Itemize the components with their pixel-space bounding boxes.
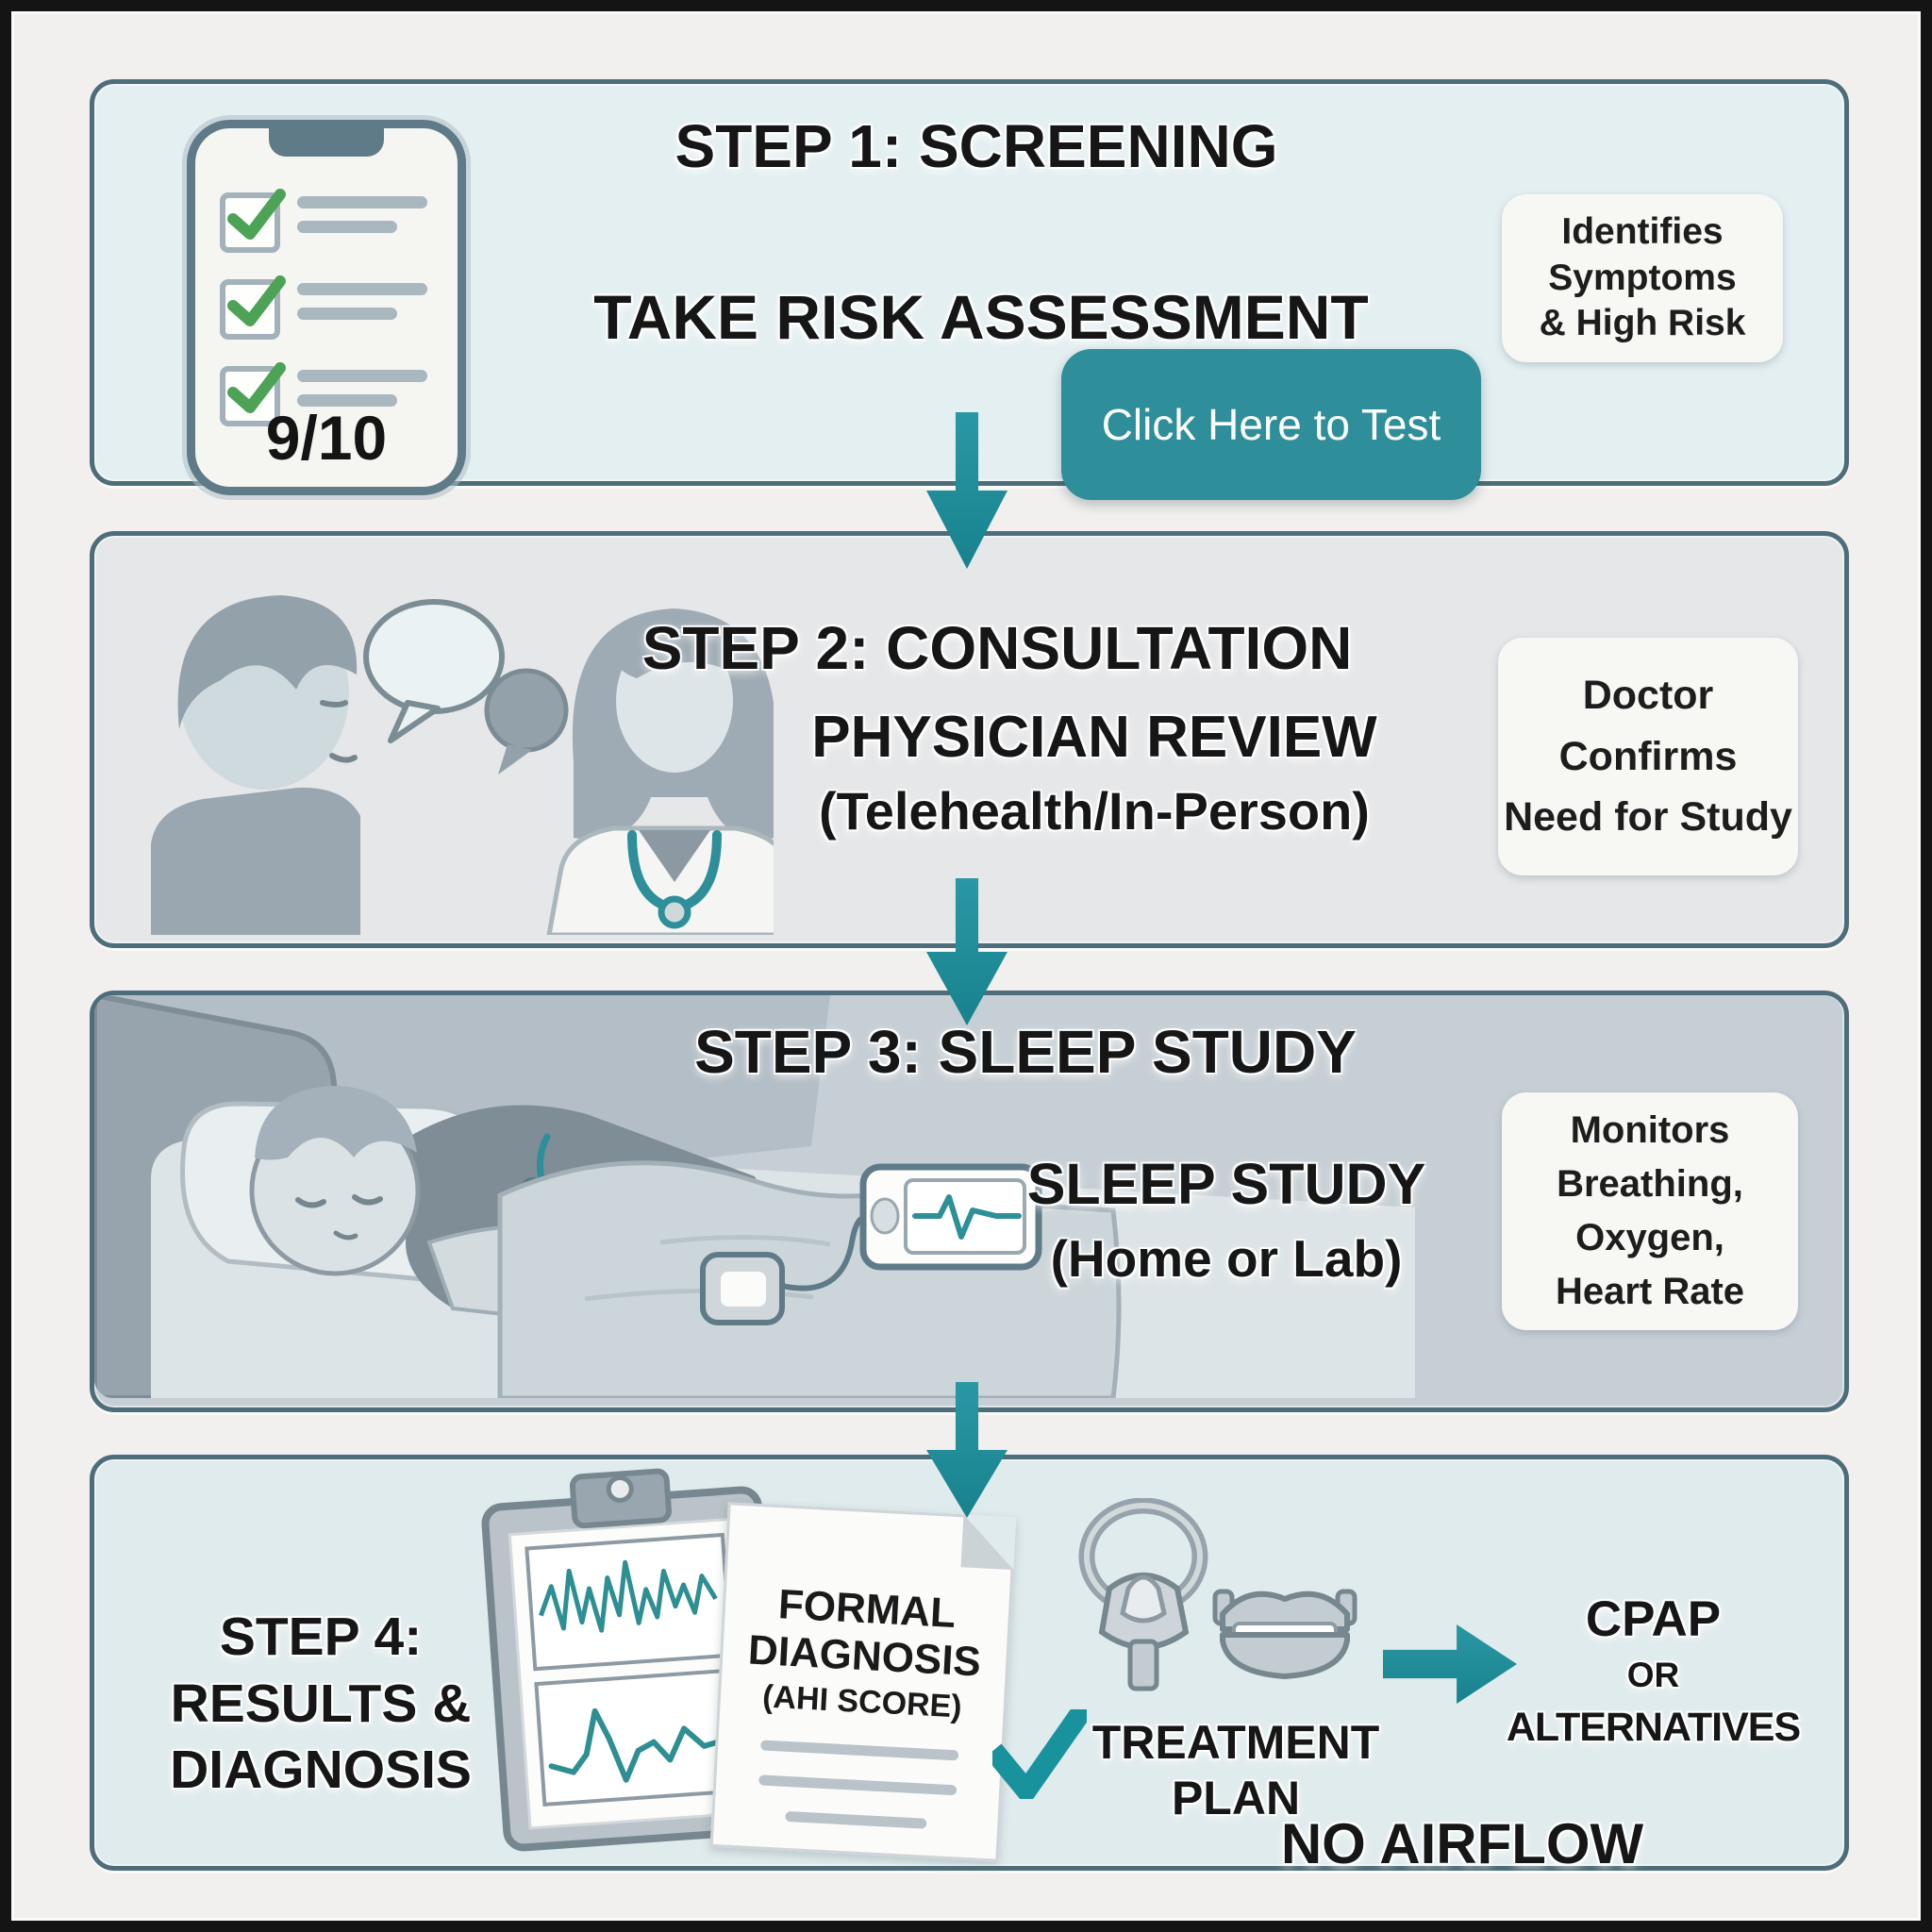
treatment-line: TREATMENT xyxy=(1091,1716,1380,1769)
badge-line: Heart Rate xyxy=(1555,1270,1745,1312)
checklist-lines xyxy=(297,366,427,419)
badge-line: Monitors xyxy=(1570,1109,1730,1152)
or-label: OR xyxy=(1626,1656,1680,1694)
no-airflow-label: NO AIRFLOW xyxy=(1280,1812,1644,1875)
badge-line: Confirms xyxy=(1558,733,1738,779)
doctor-icon xyxy=(546,608,774,935)
cpap-mask-icon xyxy=(1078,1498,1208,1691)
checkbox-icon xyxy=(220,189,286,253)
badge-line: Symptoms xyxy=(1548,257,1737,298)
step2-body: PHYSICIAN REVIEW (Telehealth/In-Person) xyxy=(623,704,1566,841)
patient-doctor-illustration xyxy=(151,595,774,935)
patient-icon xyxy=(151,595,360,935)
speech-bubbles-icon xyxy=(363,599,569,774)
step4-title: STEP 4: RESULTS & DIAGNOSIS xyxy=(99,1604,542,1804)
step3-body-line2: (Home or Lab) xyxy=(1050,1229,1403,1288)
badge-line: Oxygen, xyxy=(1575,1217,1724,1258)
step4-title-line: DIAGNOSIS xyxy=(170,1740,472,1801)
step2-body-line1: PHYSICIAN REVIEW xyxy=(811,705,1377,770)
checklist-row xyxy=(220,189,427,253)
sleep-monitor-icon xyxy=(700,1163,1042,1325)
risk-test-button[interactable]: Click Here to Test xyxy=(1061,349,1481,500)
checkbox-icon xyxy=(220,362,286,426)
step1-title: STEP 1: SCREENING xyxy=(675,112,1278,180)
treatment-plan-label: TREATMENT PLAN xyxy=(1075,1715,1396,1826)
oral-appliance-icon xyxy=(1212,1589,1357,1679)
step3-body-line1: SLEEP STUDY xyxy=(1026,1152,1426,1216)
check-icon xyxy=(227,275,286,326)
step3-title: STEP 3: SLEEP STUDY xyxy=(694,1018,1357,1086)
sleep-scene-illustration xyxy=(94,995,1842,1398)
phone-icon: 9/10 xyxy=(187,120,466,495)
badge-line: Breathing, xyxy=(1557,1163,1743,1206)
checklist-row xyxy=(220,362,427,426)
alternatives-label: ALTERNATIVES xyxy=(1506,1705,1801,1750)
step4-title-line: RESULTS & xyxy=(170,1673,472,1734)
badge-line: Doctor xyxy=(1582,673,1714,719)
step2-title: STEP 2: CONSULTATION xyxy=(641,614,1353,682)
checkbox-icon xyxy=(220,275,286,340)
step2-body-line2: (Telehealth/In-Person) xyxy=(819,781,1370,841)
step3-badge: Monitors Breathing, Oxygen, Heart Rate xyxy=(1502,1092,1798,1330)
paper-text-bar xyxy=(760,1740,959,1761)
badge-line: Need for Study xyxy=(1504,794,1792,841)
checklist-row xyxy=(220,275,427,340)
diagnosis-paper: FORMAL DIAGNOSIS (AHI SCORE) xyxy=(709,1502,1017,1862)
step3-body: SLEEP STUDY (Home or Lab) xyxy=(755,1151,1698,1289)
paper-text-bar xyxy=(785,1810,927,1829)
check-icon xyxy=(227,362,286,413)
paper-text-bar xyxy=(758,1774,958,1796)
treatment-line: PLAN xyxy=(1171,1772,1301,1824)
check-mark-icon xyxy=(992,1709,1087,1799)
step4-title-line: STEP 4: xyxy=(219,1607,423,1667)
phone-notch-icon xyxy=(269,126,384,157)
check-icon xyxy=(227,189,286,240)
checklist-lines xyxy=(297,279,427,332)
phone-score: 9/10 xyxy=(265,403,388,473)
badge-line: Identifies xyxy=(1561,210,1724,252)
outcome-label: CPAP OR ALTERNATIVES xyxy=(1491,1591,1816,1751)
step1-badge: Identifies Symptoms & High Risk xyxy=(1502,194,1783,362)
checklist-lines xyxy=(297,192,427,245)
cpap-label: CPAP xyxy=(1585,1591,1722,1647)
step2-badge: Doctor Confirms Need for Study xyxy=(1498,638,1798,875)
badge-line: & High Risk xyxy=(1539,303,1746,344)
step1-subtitle: TAKE RISK ASSESSMENT xyxy=(593,282,1369,352)
